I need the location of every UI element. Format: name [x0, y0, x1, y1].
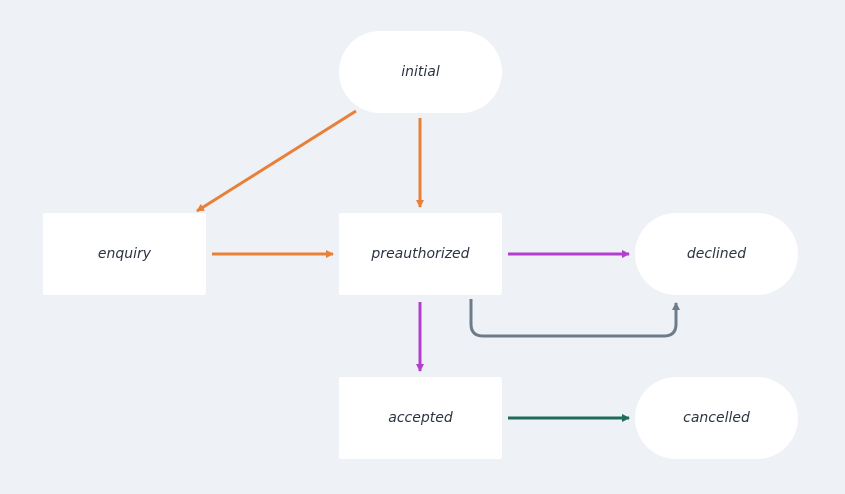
edge-initial-enquiry — [196, 109, 357, 213]
node-enquiry-label: enquiry — [97, 246, 152, 262]
node-declined: declined — [635, 213, 798, 295]
node-initial-label: initial — [401, 64, 440, 80]
node-preauthorized: preauthorized — [339, 213, 502, 295]
node-declined-label: declined — [686, 246, 747, 262]
node-cancelled: cancelled — [635, 377, 798, 459]
node-accepted-label: accepted — [388, 410, 453, 426]
node-preauthorized-label: preauthorized — [371, 246, 470, 262]
node-initial: initial — [339, 31, 502, 113]
node-accepted: accepted — [339, 377, 502, 459]
edge-preauthorized-declined-gray — [469, 299, 680, 338]
node-enquiry: enquiry — [43, 213, 206, 295]
node-cancelled-label: cancelled — [683, 410, 750, 426]
